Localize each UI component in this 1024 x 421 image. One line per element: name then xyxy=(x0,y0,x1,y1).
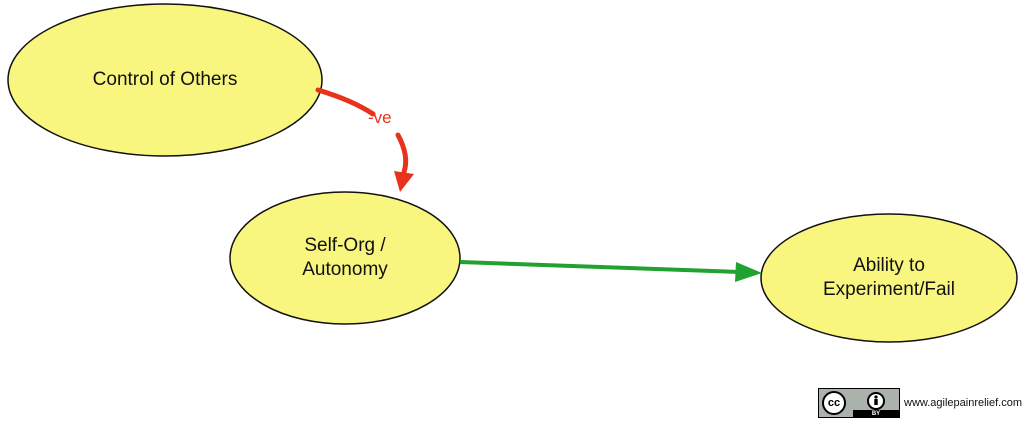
person-icon-glyph xyxy=(874,395,878,405)
node-ability-to-experiment[interactable] xyxy=(760,213,1018,343)
node-label-control: Control of Others xyxy=(30,66,300,94)
node-label-selforg-line2: Autonomy xyxy=(302,259,388,280)
edge-negative-label: -ve xyxy=(368,108,392,127)
node-self-org-autonomy[interactable] xyxy=(229,191,461,325)
node-label-selforg: Self-Org / Autonomy xyxy=(250,232,440,284)
edge-negative-arrowhead xyxy=(394,171,414,192)
node-label-ability: Ability to Experiment/Fail xyxy=(779,252,999,304)
by-label: BY xyxy=(853,410,899,418)
person-icon xyxy=(867,392,885,410)
edge-negative xyxy=(315,87,376,117)
cc-icon-text: cc xyxy=(827,397,841,409)
site-url[interactable]: www.agilepainrelief.com xyxy=(904,397,1022,409)
edge-negative-arrow-curve xyxy=(395,132,409,175)
node-label-control-text: Control of Others xyxy=(92,69,238,90)
node-control-of-others[interactable] xyxy=(7,3,323,157)
node-label-ability-line2: Experiment/Fail xyxy=(823,279,955,300)
cc-badge-box: cc BY xyxy=(818,388,900,418)
node-label-selforg-line1: Self-Org / xyxy=(304,235,386,256)
license-badge[interactable]: cc BY www.agilepainrelief.com xyxy=(818,388,1022,418)
edge-positive-arrowhead xyxy=(735,262,762,282)
node-label-ability-line1: Ability to xyxy=(853,255,925,276)
cc-icon: cc xyxy=(822,391,846,415)
edge-positive xyxy=(459,260,741,274)
